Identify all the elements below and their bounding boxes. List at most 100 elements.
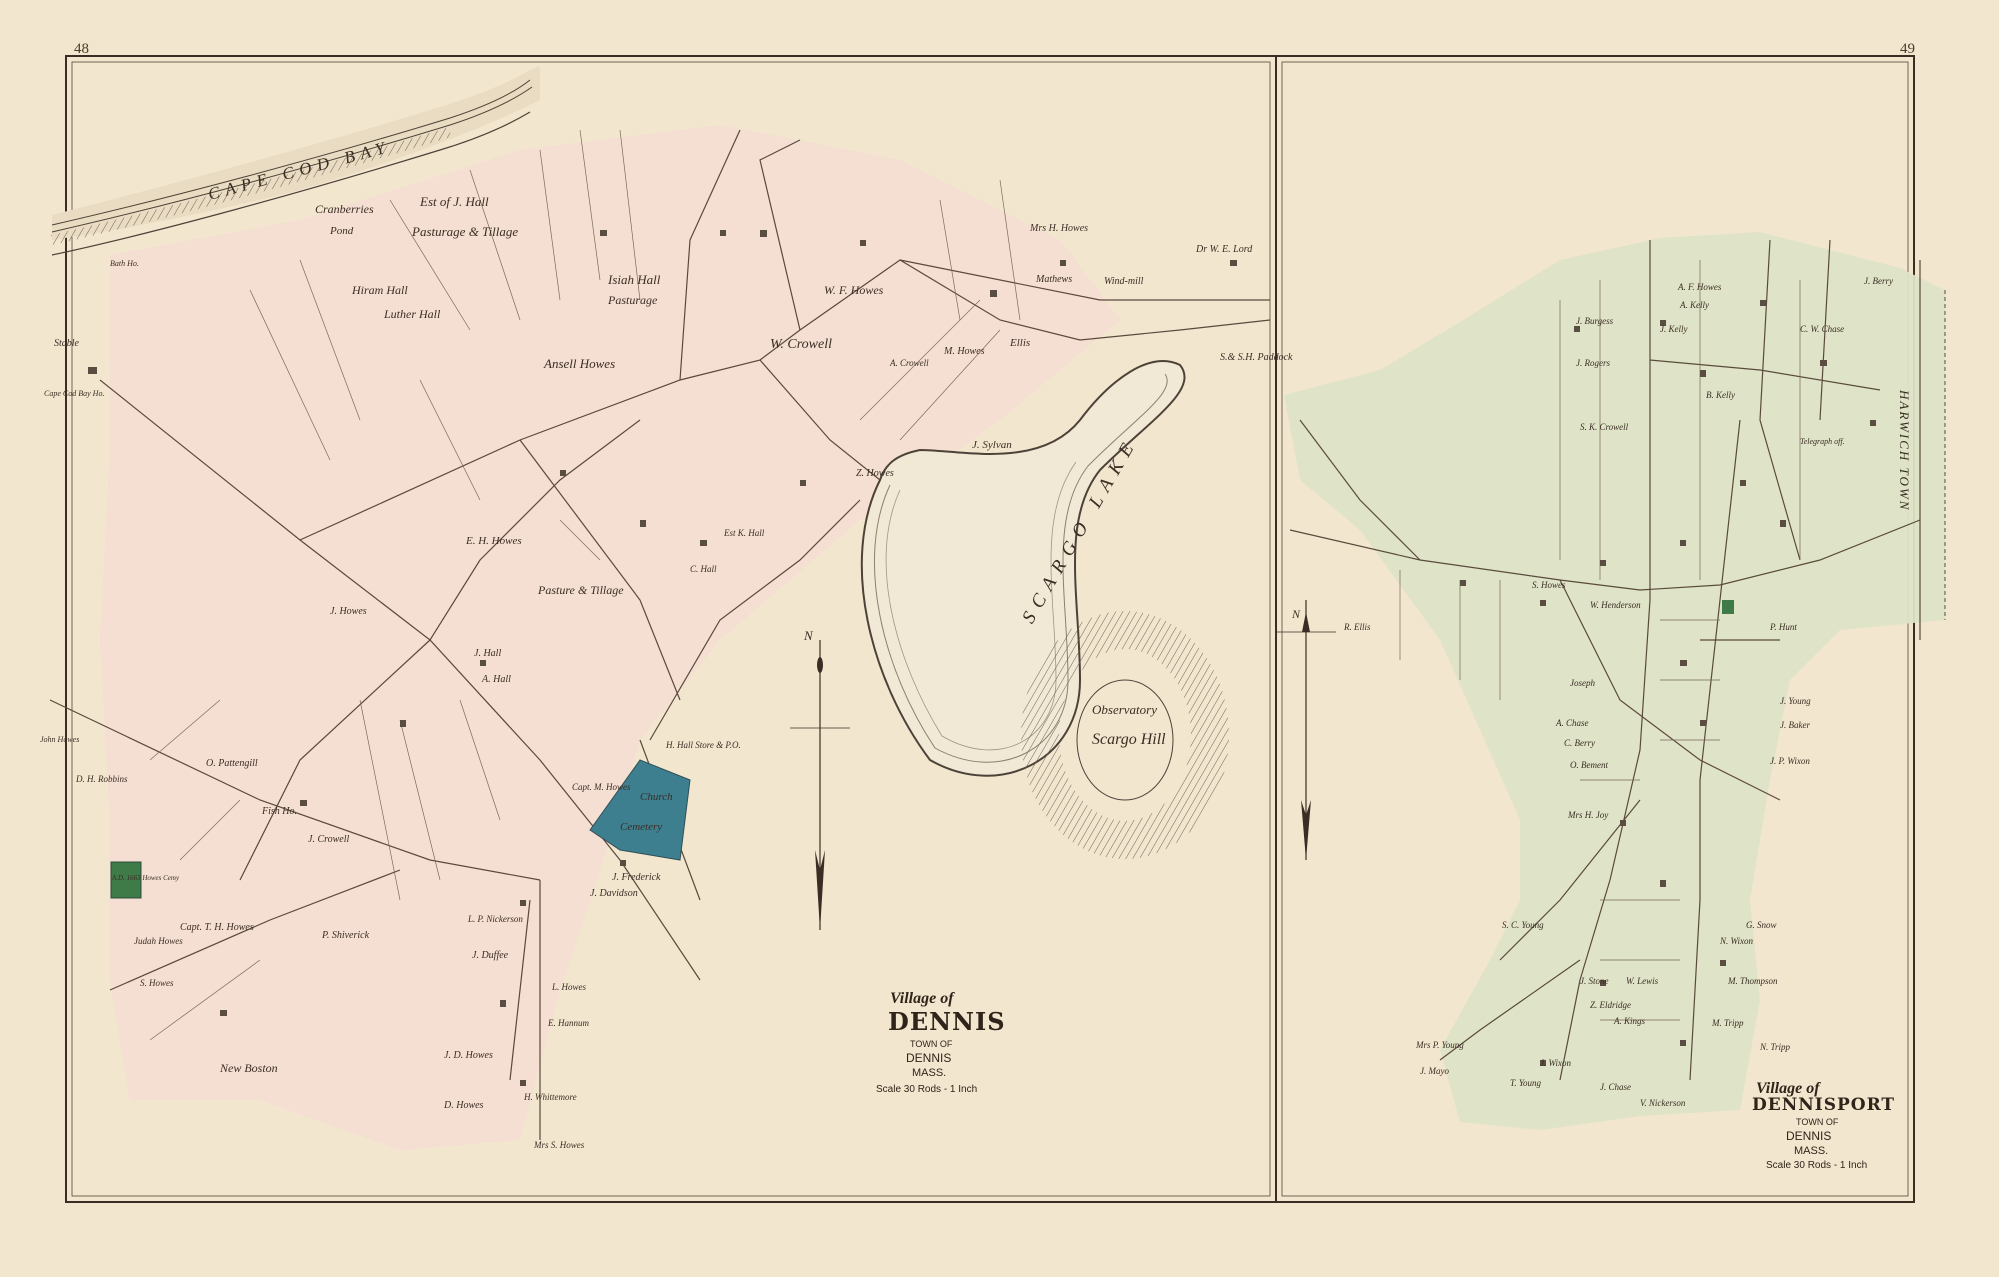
title-line1: Village of [890, 990, 955, 1007]
place-label: Ellis [1009, 337, 1030, 349]
place-label: J. Wixon [1540, 1058, 1571, 1068]
dennisport-roads [1289, 239, 1921, 1081]
north-letter: N [803, 628, 814, 643]
place-label: E. H. Howes [465, 535, 522, 547]
place-label: J. Stone [1580, 976, 1609, 986]
place-label: J. Berry [1864, 276, 1893, 286]
howes-cemetery-label: A.D. 1663 Howes Cemy [111, 874, 180, 882]
place-label: M. Tripp [1711, 1018, 1744, 1028]
cape-cod-bay: CAPE COD BAY [50, 66, 540, 256]
north-arrow-dennis: N [790, 628, 850, 930]
right-map-frame [1275, 55, 1915, 1203]
place-label: N. Wixon [1719, 936, 1753, 946]
place-label: Pasture & Tillage [537, 583, 624, 597]
place-label: Stable [54, 338, 80, 349]
place-label: H. Whittemore [523, 1092, 577, 1102]
place-label: Est K. Hall [723, 528, 765, 538]
place-label: G. Snow [1746, 920, 1777, 930]
page-number-left: 48 [74, 41, 89, 57]
dennisport-village-area [1284, 232, 1945, 1130]
title-state: MASS. [912, 1067, 946, 1079]
place-label: H. Hall Store & P.O. [665, 740, 741, 750]
place-label: T. Young [1510, 1078, 1542, 1088]
place-label: J. Burgess [1576, 316, 1614, 326]
place-label: Ansell Howes [543, 356, 615, 371]
place-label: J. Hall [474, 648, 501, 659]
place-label: John Howes [40, 735, 79, 744]
place-label: A. F. Howes [1677, 282, 1722, 292]
dennis-roads [49, 129, 1271, 1140]
place-label: J. D. Howes [444, 1050, 493, 1061]
place-label: J. Baker [1780, 720, 1810, 730]
dennis-labels: Cranberries Pond Est of J. Hall Pasturag… [40, 194, 1293, 1150]
title-state: MASS. [1794, 1145, 1828, 1157]
hill-label: Scargo Hill [1092, 731, 1166, 748]
church-label: Church [640, 791, 673, 803]
place-label: Capt. T. H. Howes [180, 922, 254, 933]
place-label: A. Kelly [1679, 300, 1709, 310]
place-label: J. Duffee [472, 950, 509, 961]
north-letter-2: N [1291, 607, 1301, 621]
cemetery [589, 759, 691, 861]
place-label: W. Crowell [770, 337, 832, 352]
place-label: Telegraph off. [1800, 437, 1845, 446]
place-label: R. Ellis [1343, 622, 1371, 632]
place-label: Pasturage & Tillage [411, 224, 518, 239]
howes-cemetery-lot [110, 861, 142, 899]
place-label: A. Kings [1613, 1016, 1646, 1026]
place-label: J. Frederick [612, 872, 661, 883]
place-label: Mrs H. Howes [1029, 223, 1088, 234]
page-number-right: 49 [1900, 41, 1915, 57]
title-line3: TOWN OF [1796, 1117, 1839, 1127]
title-scale: Scale 30 Rods - 1 Inch [1766, 1160, 1867, 1171]
place-label: W. Henderson [1590, 600, 1641, 610]
place-label: M. Thompson [1727, 976, 1778, 986]
place-label: Z. Howes [856, 468, 894, 479]
place-label: Fish Ho. [261, 806, 297, 817]
dennisport-title-block: Village of DENNISPORT TOWN OF DENNIS MAS… [1752, 1080, 1895, 1171]
place-label: A. Crowell [889, 358, 929, 368]
place-label: Dr W. E. Lord [1195, 244, 1253, 255]
place-label: Cranberries [315, 202, 374, 216]
place-label: J. Davidson [590, 888, 638, 899]
title-village: DENNISPORT [1752, 1095, 1895, 1115]
place-label: A. Chase [1555, 718, 1589, 728]
place-label: Mrs S. Howes [533, 1140, 585, 1150]
place-label: J. Crowell [308, 834, 350, 845]
place-label: C. Hall [690, 564, 717, 574]
north-arrow-dennisport: N [1276, 600, 1336, 860]
title-town: DENNIS [906, 1051, 951, 1065]
harwich-label: HARWICH TOWN [1897, 389, 1912, 511]
place-label: J. Kelly [1660, 324, 1688, 334]
place-label: O. Pattengill [206, 758, 258, 769]
place-label: E. Hannum [547, 1018, 589, 1028]
place-label: P. Shiverick [321, 930, 370, 941]
place-label: S. Howes [140, 978, 174, 988]
place-label: Isiah Hall [607, 272, 661, 287]
dennis-title-block: Village of DENNIS TOWN OF DENNIS MASS. S… [876, 990, 1006, 1095]
place-label: M. Howes [943, 346, 985, 357]
title-town: DENNIS [1786, 1129, 1831, 1143]
place-label: J. Mayo [1420, 1066, 1449, 1076]
place-label: N. Tripp [1759, 1042, 1791, 1052]
place-label: C. W. Chase [1800, 324, 1844, 334]
place-label: Pasturage [607, 293, 658, 307]
place-label: C. Berry [1564, 738, 1595, 748]
place-label: L. P. Nickerson [467, 914, 523, 924]
place-label: W. Lewis [1626, 976, 1659, 986]
dennisport-labels: A. F. Howes A. Kelly J. Kelly J. Berry C… [1343, 276, 1893, 1108]
place-label: V. Nickerson [1640, 1098, 1686, 1108]
place-label: S.& S.H. Paddock [1220, 352, 1293, 363]
title-village: DENNIS [888, 1007, 1006, 1036]
place-label: O. Bement [1570, 760, 1608, 770]
title-scale: Scale 30 Rods - 1 Inch [876, 1084, 977, 1095]
place-label: S. C. Young [1502, 920, 1544, 930]
place-label: J. Rogers [1576, 358, 1610, 368]
dennisport-buildings [1460, 300, 1876, 1066]
dennis-lots [149, 129, 1021, 1041]
place-label: B. Kelly [1706, 390, 1735, 400]
place-label: S. K. Crowell [1580, 422, 1629, 432]
place-label: Hiram Hall [351, 283, 408, 297]
place-label: S. Howes [1532, 580, 1566, 590]
place-label: Joseph [1570, 678, 1595, 688]
